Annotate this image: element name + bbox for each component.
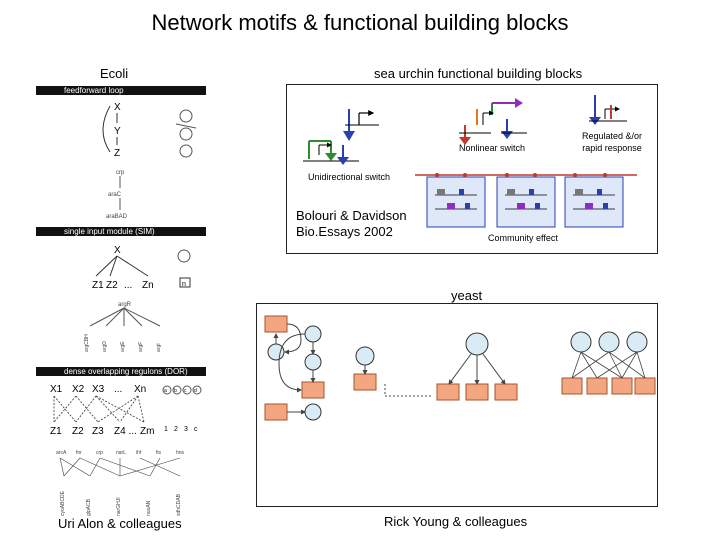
dor-right-1: 1 [164,426,168,433]
unidirectional-switch-motif [303,140,359,165]
community-effect-motif [415,173,637,228]
svg-text:argD: argD [102,341,108,352]
dor-xn: Xn [134,384,146,395]
sim-x-label: X [114,245,121,256]
svg-text:argR: argR [118,302,132,308]
svg-text:argF: argF [138,342,144,352]
svg-text:hns: hns [176,450,185,456]
nonlinear-switch-motif [459,98,527,145]
urchin-diagram [303,95,637,228]
yeast-diagram [264,315,656,421]
yeast-sim-motif [384,332,518,401]
sim-dots: ... [124,280,132,291]
svg-text:argE: argE [120,341,126,352]
yeast-credit: Rick Young & colleagues [384,514,528,529]
svg-text:narL: narL [116,450,126,456]
dor-zm: Zm [140,426,154,437]
dor-xdots: ... [114,384,122,395]
ffl-diagram: X Y Z [102,102,197,159]
svg-text:fnr: fnr [76,450,82,456]
svg-text:nuoAN: nuoAN [146,500,152,516]
ffl-y-label: Y [114,126,121,137]
dor-x3: X3 [92,384,105,395]
ffl-header: feedforward loop [36,86,206,95]
dor-z3: Z3 [92,426,104,437]
svg-text:araBAD: araBAD [106,214,128,220]
svg-text:narGHJI: narGHJI [116,497,122,516]
urchin-label: sea urchin functional building blocks [374,66,583,81]
urchin-citation: Bolouri & Davidson Bio.Essays 2002 [296,208,407,240]
dor-x1: X1 [50,384,63,395]
svg-text:cyoABCDE: cyoABCDE [60,490,66,516]
regulated-response-motif [589,95,627,125]
community-effect-label: Community effect [488,233,558,243]
dor-header: dense overlapping regulons (DOR) [36,367,206,376]
svg-text:araC: araC [108,192,122,198]
dor-z4: Z4 ... [114,426,137,437]
sim-header: single input module (SIM) [36,227,206,236]
sim-z1-label: Z1 [92,280,104,291]
dor-right-a: a [164,388,167,394]
yeast-panel [256,303,658,507]
svg-text:glpACB: glpACB [86,498,92,516]
yeast-chain-motif [353,346,377,391]
urchin-panel [286,84,658,254]
svg-text:ihf: ihf [136,450,142,456]
svg-text:sdhCDAB: sdhCDAB [176,493,182,516]
sim-diagram: X Z1 Z2 ... Zn n [92,245,191,291]
dor-z2: Z2 [72,426,84,437]
sim-zn-label: Zn [142,280,154,291]
yeast-ffl-motif [278,325,325,399]
citation-line1: Bolouri & Davidson [296,208,407,223]
page-title: Network motifs & functional building blo… [151,10,569,35]
yeast-autoregulation-motif [264,315,302,361]
yeast-label: yeast [451,288,483,303]
sim-z2-label: Z2 [106,280,118,291]
dor-diagram: X1 X2 X3 ... Xn Z1 Z2 Z3 Z4 ... Zm a b c… [50,384,202,437]
svg-text:crp: crp [96,450,103,456]
nonlinear-switch-label: Nonlinear switch [459,143,526,153]
svg-text:argI: argI [156,343,162,352]
switch-a-motif [343,109,379,141]
dor-x2: X2 [72,384,85,395]
yeast-dor-motif [561,331,656,395]
yeast-cycle-motif [264,403,322,421]
unidirectional-switch-label: Unidirectional switch [308,172,391,182]
ecoli-credit: Uri Alon & colleagues [58,516,182,531]
sim-n-label: n [182,281,186,288]
dor-right-c2: c [194,426,198,433]
svg-text:arcA: arcA [56,450,67,456]
ffl-x-label: X [114,102,121,113]
ffl-example-diagram: crp araC araBAD [106,170,128,220]
citation-line2: Bio.Essays 2002 [296,224,393,239]
svg-text:argCBH: argCBH [84,334,90,352]
ecoli-motifs-panel: feedforward loop X Y Z crp araC araBAD s… [36,86,206,521]
dor-right-3: 3 [184,426,188,433]
dor-z1: Z1 [50,426,62,437]
sim-example-diagram: argR argCBH argD argE argF argI [84,302,162,352]
regulated-response-label: Regulated &/or rapid response [581,131,643,153]
dor-right-2: 2 [174,426,178,433]
dor-right-d: d [194,388,197,394]
svg-text:crp: crp [116,170,125,176]
ffl-z-label: Z [114,148,120,159]
dor-right-b: b [174,388,177,394]
dor-example-diagram: arcA fnr crp narL ihf fis hns cyoABCDE g… [56,450,185,516]
svg-text:fis: fis [156,450,162,456]
dor-right-c: c [184,388,187,394]
ecoli-label: Ecoli [100,66,129,81]
